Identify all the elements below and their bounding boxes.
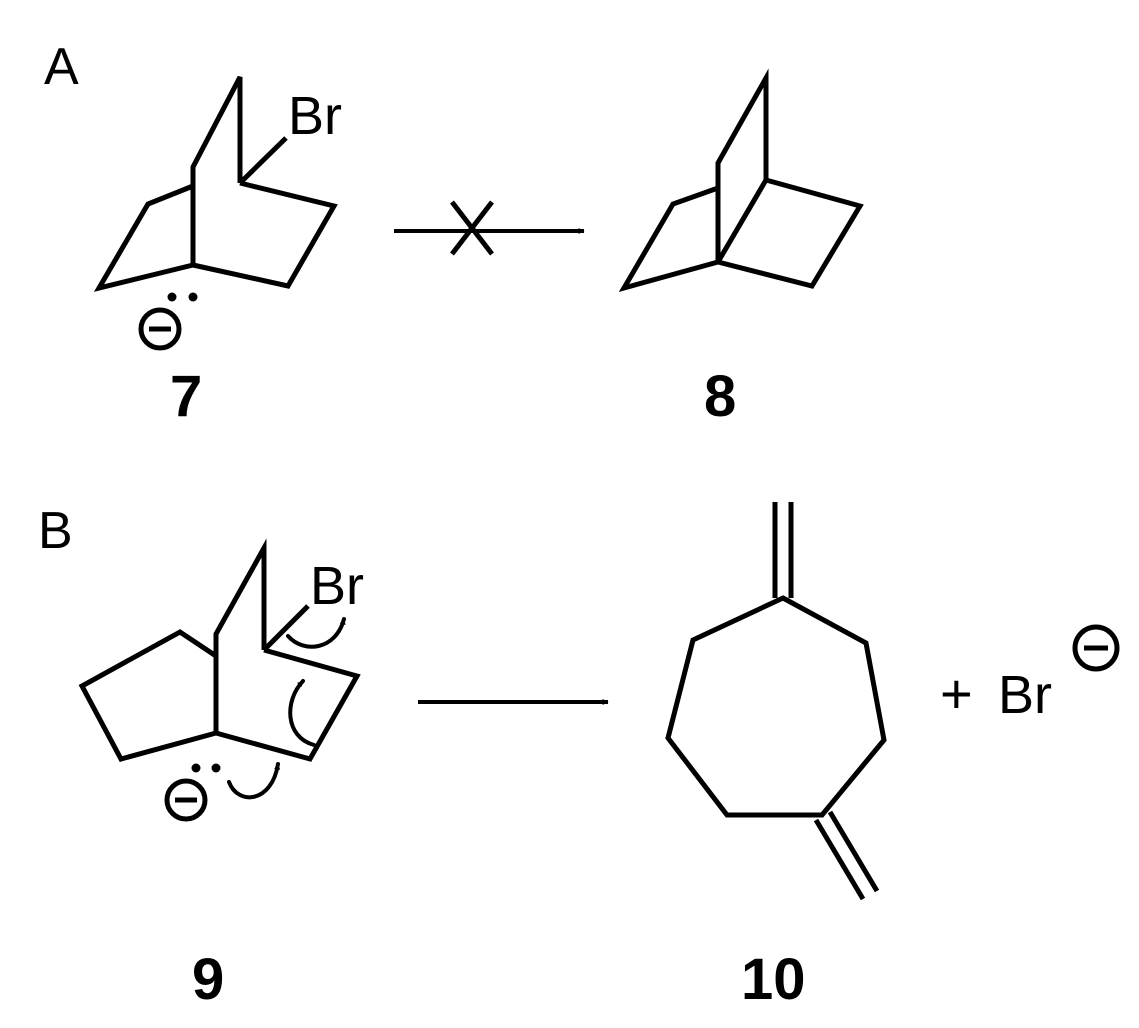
bond-bridge-top [190,75,243,265]
exocyclic-double-bond-bottom-2 [827,810,880,893]
molecule-7: Br [93,75,342,351]
blocked-reaction-arrow [394,200,585,256]
bond-bridge-left [93,183,194,292]
compound-label-8: 8 [704,364,736,429]
compound-label-10: 10 [741,947,806,1012]
panel-label-a: A [44,38,79,96]
plus-sign: + [940,662,973,725]
bond-bridge-right [192,180,338,289]
curved-arrow-bromide-leaving [286,617,346,649]
bond-left-bridge [618,185,719,293]
cycloheptane-ring [665,595,887,818]
bond-top-bridge [715,68,769,262]
bond-c-br-9 [262,604,310,652]
carbanion-9 [164,763,221,822]
molecule-10 [665,502,887,901]
bond-right-bridge [717,177,864,289]
bromide-ion-label: Br [998,665,1052,725]
compound-label-9: 9 [192,947,224,1012]
molecule-8 [618,68,864,293]
bond-bridge-right-9 [215,647,361,762]
curved-arrow-bond-shift [288,679,316,747]
molecule-9: Br [78,538,364,822]
bond-bridge-left-9 [78,629,218,762]
curved-arrow-lone-pair [227,762,281,800]
bond-c-br [238,136,288,185]
carbanion-7 [138,292,198,351]
negative-charge-icon [1072,624,1120,672]
bond-bridge-top-9 [213,538,267,733]
compound-label-7: 7 [170,364,202,429]
exocyclic-double-bond-bottom-1 [813,818,866,901]
bond-central [715,178,769,264]
panel-label-b: B [38,502,73,560]
bromine-label-9: Br [310,556,364,616]
bromine-label-7: Br [288,86,342,146]
